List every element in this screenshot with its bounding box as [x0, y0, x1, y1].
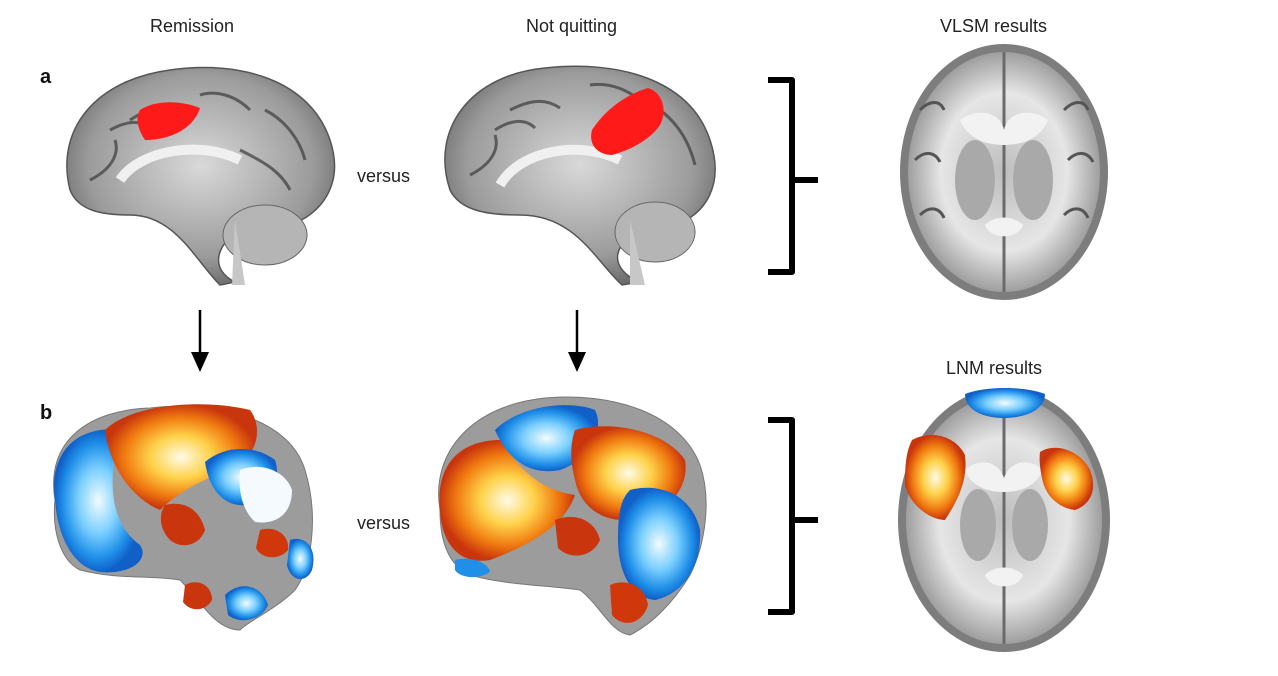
column-title-vlsm-results: VLSM results	[940, 16, 1048, 36]
axial-brain-lnm	[898, 388, 1110, 652]
lnm-positive-region-left	[905, 435, 966, 520]
lesion-region-remission	[137, 102, 200, 140]
arrow-down-remission	[191, 310, 209, 372]
lnm-results-title: LNM results	[946, 358, 1043, 378]
network-map-remission	[53, 404, 314, 631]
sagittal-brain-remission	[66, 66, 336, 286]
versus-label-a: versus	[357, 166, 411, 186]
panel-label-b: b	[40, 402, 53, 424]
lesion-region-not-quitting	[591, 88, 664, 155]
column-title-not-quitting: Not quitting	[526, 16, 618, 36]
sagittal-brain-not-quitting	[444, 65, 716, 286]
axial-brain-vlsm	[900, 44, 1108, 300]
versus-label-b: versus	[357, 513, 411, 533]
bracket-a	[768, 77, 818, 275]
arrow-down-not-quitting	[568, 310, 586, 372]
panel-label-a: a	[40, 66, 52, 88]
network-map-not-quitting	[438, 396, 707, 636]
bracket-b	[768, 417, 818, 615]
column-title-remission: Remission	[150, 16, 235, 36]
lnm-negative-region	[965, 388, 1045, 418]
lnm-positive-region-right	[1039, 447, 1094, 510]
